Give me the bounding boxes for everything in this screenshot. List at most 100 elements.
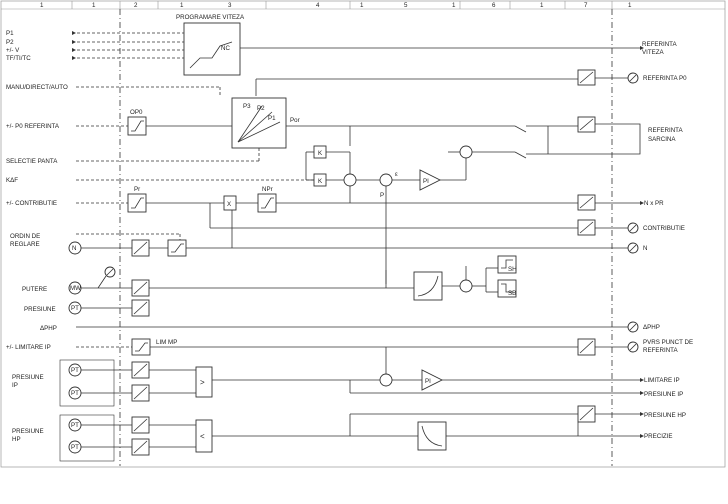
output-dphp: ΔPHP bbox=[643, 324, 660, 331]
output-precizie: PRECIZIE bbox=[644, 433, 673, 440]
output-ref-sarcina-2: SARCINA bbox=[648, 136, 676, 143]
sum-junction-2 bbox=[379, 173, 393, 187]
col-num: 6 bbox=[492, 2, 496, 9]
column-numbers: 1 1 2 1 3 4 1 5 1 6 1 7 1 bbox=[40, 2, 632, 9]
p-label: P bbox=[380, 192, 384, 199]
col-num: 7 bbox=[584, 2, 588, 9]
pt-sensor-label: PT bbox=[71, 305, 79, 312]
frame bbox=[0, 0, 726, 468]
p2-label: P2 bbox=[257, 105, 265, 112]
output-presiune-hp: PRESIUNE HP bbox=[644, 412, 686, 419]
input-presiune-ip-1: PRESIUNE bbox=[12, 374, 44, 381]
pi-upper-label: PI bbox=[423, 178, 429, 185]
sum-junction-3 bbox=[459, 145, 473, 159]
x-label: X bbox=[227, 201, 231, 208]
input-contributie: +/- CONTRIBUTIE bbox=[6, 200, 57, 207]
sb-label: SB bbox=[508, 290, 516, 297]
output-contributie: CONTRIBUTIE bbox=[643, 225, 685, 232]
k-upper-label: K bbox=[318, 150, 323, 157]
ip-group-frame bbox=[59, 359, 115, 407]
pt-sensor-label: PT bbox=[71, 367, 79, 374]
input-presiune-hp-1: PRESIUNE bbox=[12, 428, 44, 435]
speed-ramp-curve bbox=[189, 41, 233, 69]
output-ref-viteza-2: VITEZA bbox=[642, 49, 665, 56]
input-v: +/- V bbox=[6, 47, 20, 54]
curve-block bbox=[413, 271, 443, 301]
input-ordin-1: ORDIN DE bbox=[10, 233, 40, 240]
col-num: 5 bbox=[404, 2, 408, 9]
output-pvrs-1: PVRS PUNCT DE bbox=[643, 339, 693, 346]
sum-junction-1 bbox=[343, 173, 357, 187]
sh-label: SH bbox=[508, 266, 517, 273]
input-selectie: SELECTIE PANTA bbox=[6, 158, 58, 165]
output-arrows bbox=[640, 46, 644, 438]
sum-junction-4 bbox=[459, 279, 473, 293]
col-num: 1 bbox=[180, 2, 184, 9]
lt-label: < bbox=[200, 432, 205, 441]
n-ramp-block bbox=[167, 239, 187, 257]
col-num: 1 bbox=[540, 2, 544, 9]
pi-lower-block bbox=[421, 369, 444, 391]
p1-label: P1 bbox=[268, 115, 276, 122]
col-num: 1 bbox=[40, 2, 44, 9]
output-ref-sarcina-1: REFERINTA bbox=[648, 127, 683, 134]
input-presiune-hp-2: HP bbox=[12, 436, 21, 443]
precizie-curve-block bbox=[417, 421, 447, 451]
output-presiune-ip: PRESIUNE IP bbox=[644, 391, 683, 398]
input-kdf: KΔF bbox=[6, 177, 18, 184]
input-putere: PUTERE bbox=[22, 286, 47, 293]
hp-group-frame bbox=[59, 414, 115, 462]
input-p1: P1 bbox=[6, 30, 14, 37]
output-limitare-ip: LIMITARE IP bbox=[644, 377, 680, 384]
lim-mp-block bbox=[131, 338, 151, 356]
col-num: 3 bbox=[228, 2, 232, 9]
input-limitare-ip: +/- LIMITARE IP bbox=[6, 344, 51, 351]
input-p2: P2 bbox=[6, 39, 14, 46]
input-presiune: PRESIUNE bbox=[24, 306, 56, 313]
pi-lower-label: PI bbox=[425, 378, 431, 385]
col-num: 1 bbox=[360, 2, 364, 9]
pr-ramp-block bbox=[127, 193, 147, 213]
speed-program-block bbox=[183, 22, 241, 76]
output-npr: N x PR bbox=[644, 200, 664, 207]
output-pvrs-2: REFERINTA bbox=[643, 347, 678, 354]
input-presiune-ip-2: IP bbox=[12, 382, 18, 389]
input-manu: MANU/DIRECT/AUTO bbox=[6, 84, 68, 91]
n-sensor-label: N bbox=[72, 245, 76, 252]
col-num: 4 bbox=[316, 2, 320, 9]
col-num: 1 bbox=[92, 2, 96, 9]
npr-label: NPr bbox=[262, 186, 273, 193]
lim-mp-label: LIM MP bbox=[156, 339, 177, 346]
col-num: 2 bbox=[134, 2, 138, 9]
pt-sensor-label: PT bbox=[71, 444, 79, 451]
k-lower-label: K bbox=[318, 178, 323, 185]
max-selector-block bbox=[195, 366, 213, 398]
op0-label: OP0 bbox=[130, 109, 143, 116]
col-num: 1 bbox=[628, 2, 632, 9]
mw-sensor-label: MW bbox=[70, 285, 81, 292]
input-ordin-2: REGLARE bbox=[10, 241, 40, 248]
column-header bbox=[71, 1, 613, 9]
input-dphp: ΔPHP bbox=[40, 325, 57, 332]
output-ref-p0: REFERINTA P0 bbox=[643, 75, 687, 82]
pi-upper-block bbox=[419, 169, 442, 191]
epsilon-label: ε bbox=[395, 171, 398, 178]
sum-junction-5 bbox=[379, 373, 393, 387]
col-num: 1 bbox=[452, 2, 456, 9]
input-p0-ref: +/- P0 REFERINTA bbox=[6, 123, 60, 130]
nc-label: NC bbox=[221, 45, 230, 52]
input-tf: TF/TI/TC bbox=[6, 55, 31, 62]
output-n: N bbox=[643, 245, 647, 252]
npr-ramp-block bbox=[257, 193, 277, 213]
pt-sensor-label: PT bbox=[71, 422, 79, 429]
output-ref-viteza-1: REFERINTA bbox=[642, 41, 677, 48]
por-label: Por bbox=[290, 117, 300, 124]
pt-sensor-label: PT bbox=[71, 390, 79, 397]
title: PROGRAMARE VITEZA bbox=[176, 14, 245, 21]
p3-label: P3 bbox=[243, 103, 251, 110]
pr-label: Pr bbox=[134, 186, 140, 193]
gt-label: > bbox=[200, 378, 205, 387]
op0-ramp-block bbox=[127, 116, 147, 136]
